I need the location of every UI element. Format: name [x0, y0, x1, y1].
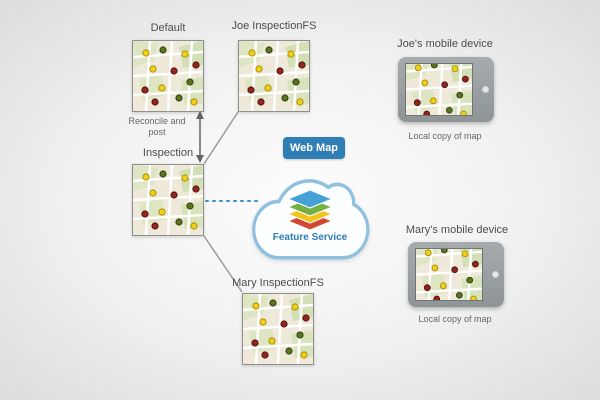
joe-device-map-screen [405, 63, 473, 116]
joe-local-copy-caption: Local copy of map [408, 131, 482, 141]
mary-inspectionfs-label: Mary InspectionFS [232, 277, 324, 289]
layers-icon [286, 189, 334, 231]
inspection-map-thumbnail [132, 164, 204, 236]
reconcile-and-post-label: Reconcile and post [128, 116, 186, 138]
joe-inspectionfs-label: Joe InspectionFS [231, 20, 317, 32]
mary-device-map-screen [415, 248, 483, 301]
joe-inspectionfs-map-thumbnail [238, 40, 310, 112]
arrowhead-up-icon [196, 111, 204, 119]
joe-tablet-home-button-icon [482, 86, 489, 93]
default-map-thumbnail [132, 40, 204, 112]
web-map-badge: Web Map [283, 137, 345, 159]
joe-mobile-device-label: Joe's mobile device [397, 38, 493, 50]
mary-mobile-device-label: Mary's mobile device [405, 224, 509, 236]
default-version-label: Default [150, 22, 186, 34]
feature-service-label: Feature Service [272, 232, 348, 243]
feature-service-cloud: Feature Service [250, 162, 370, 262]
connector-joe-to-inspection [203, 111, 239, 165]
mary-tablet-device [408, 242, 504, 307]
mary-local-copy-caption: Local copy of map [418, 314, 492, 324]
mary-tablet-home-button-icon [492, 271, 499, 278]
inspection-version-label: Inspection [142, 147, 194, 159]
mary-inspectionfs-map-thumbnail [242, 293, 314, 365]
joe-tablet-device [398, 57, 494, 122]
